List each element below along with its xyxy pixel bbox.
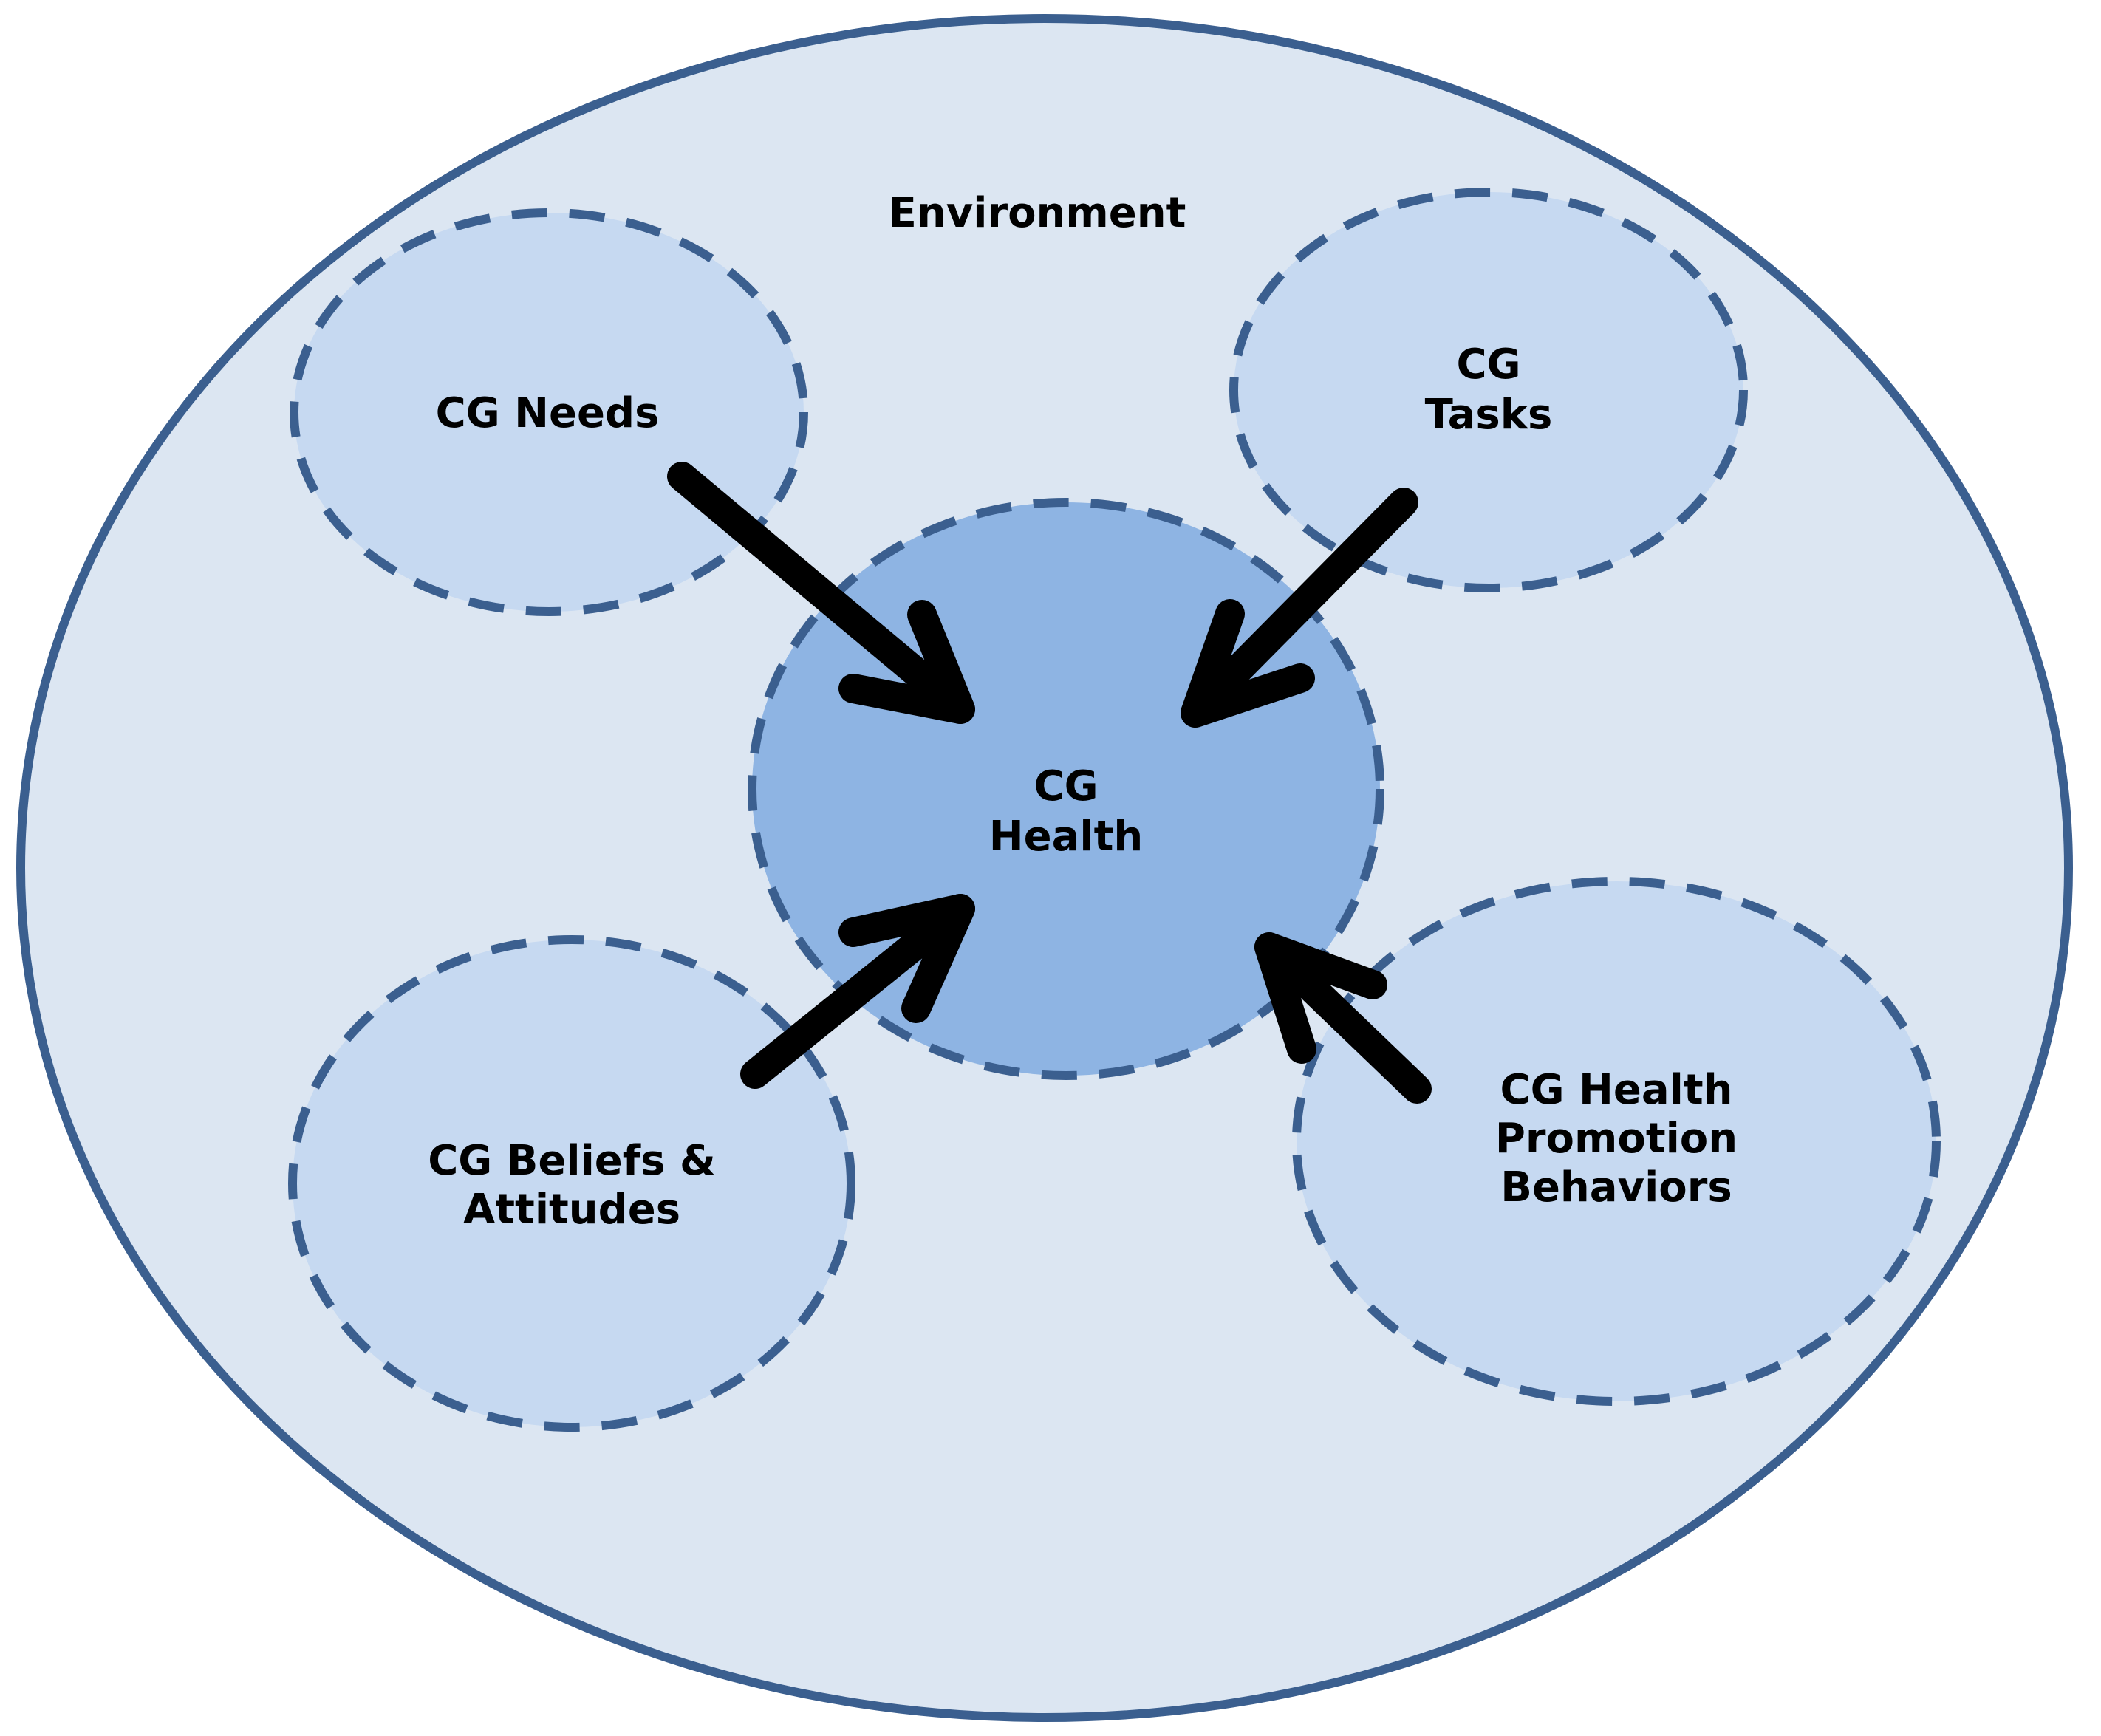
node-cg-needs-shape [290, 208, 808, 616]
environment-label: Environment [889, 189, 1186, 237]
node-cg-beliefs-attitudes-label-line2: Attitudes [463, 1186, 680, 1234]
node-cg-beliefs-attitudes: CG Beliefs & Attitudes [288, 935, 855, 1432]
arrow-needs-to-health [667, 462, 975, 724]
node-cg-tasks-shape [1229, 188, 1748, 592]
node-cg-health-promotion-behaviors-shape [1292, 877, 1941, 1406]
arrow-tasks-to-health [1181, 488, 1418, 728]
node-cg-beliefs-attitudes-label-line1: CG Beliefs & [428, 1137, 716, 1185]
node-cg-needs-label: CG Needs [436, 389, 660, 437]
node-cg-health-label-line1: CG [1034, 762, 1098, 810]
node-cg-health-promotion-behaviors: CG Health Promotion Behaviors [1292, 877, 1941, 1406]
node-cg-health-promotion-behaviors-label-line2: Promotion [1495, 1115, 1738, 1163]
arrow-promotion-to-health [1254, 932, 1432, 1104]
node-cg-tasks-label-line1: CG [1456, 341, 1520, 389]
node-cg-health-label-line2: Health [989, 813, 1143, 861]
node-cg-tasks-label-line2: Tasks [1425, 391, 1553, 439]
arrow-beliefs-to-health [740, 894, 975, 1089]
node-cg-beliefs-attitudes-shape [288, 935, 855, 1432]
node-cg-health-promotion-behaviors-label-line3: Behaviors [1500, 1163, 1732, 1212]
node-cg-health-promotion-behaviors-label-line1: CG Health [1500, 1066, 1732, 1114]
node-cg-tasks: CG Tasks [1229, 188, 1748, 592]
node-cg-needs: CG Needs [290, 208, 808, 616]
